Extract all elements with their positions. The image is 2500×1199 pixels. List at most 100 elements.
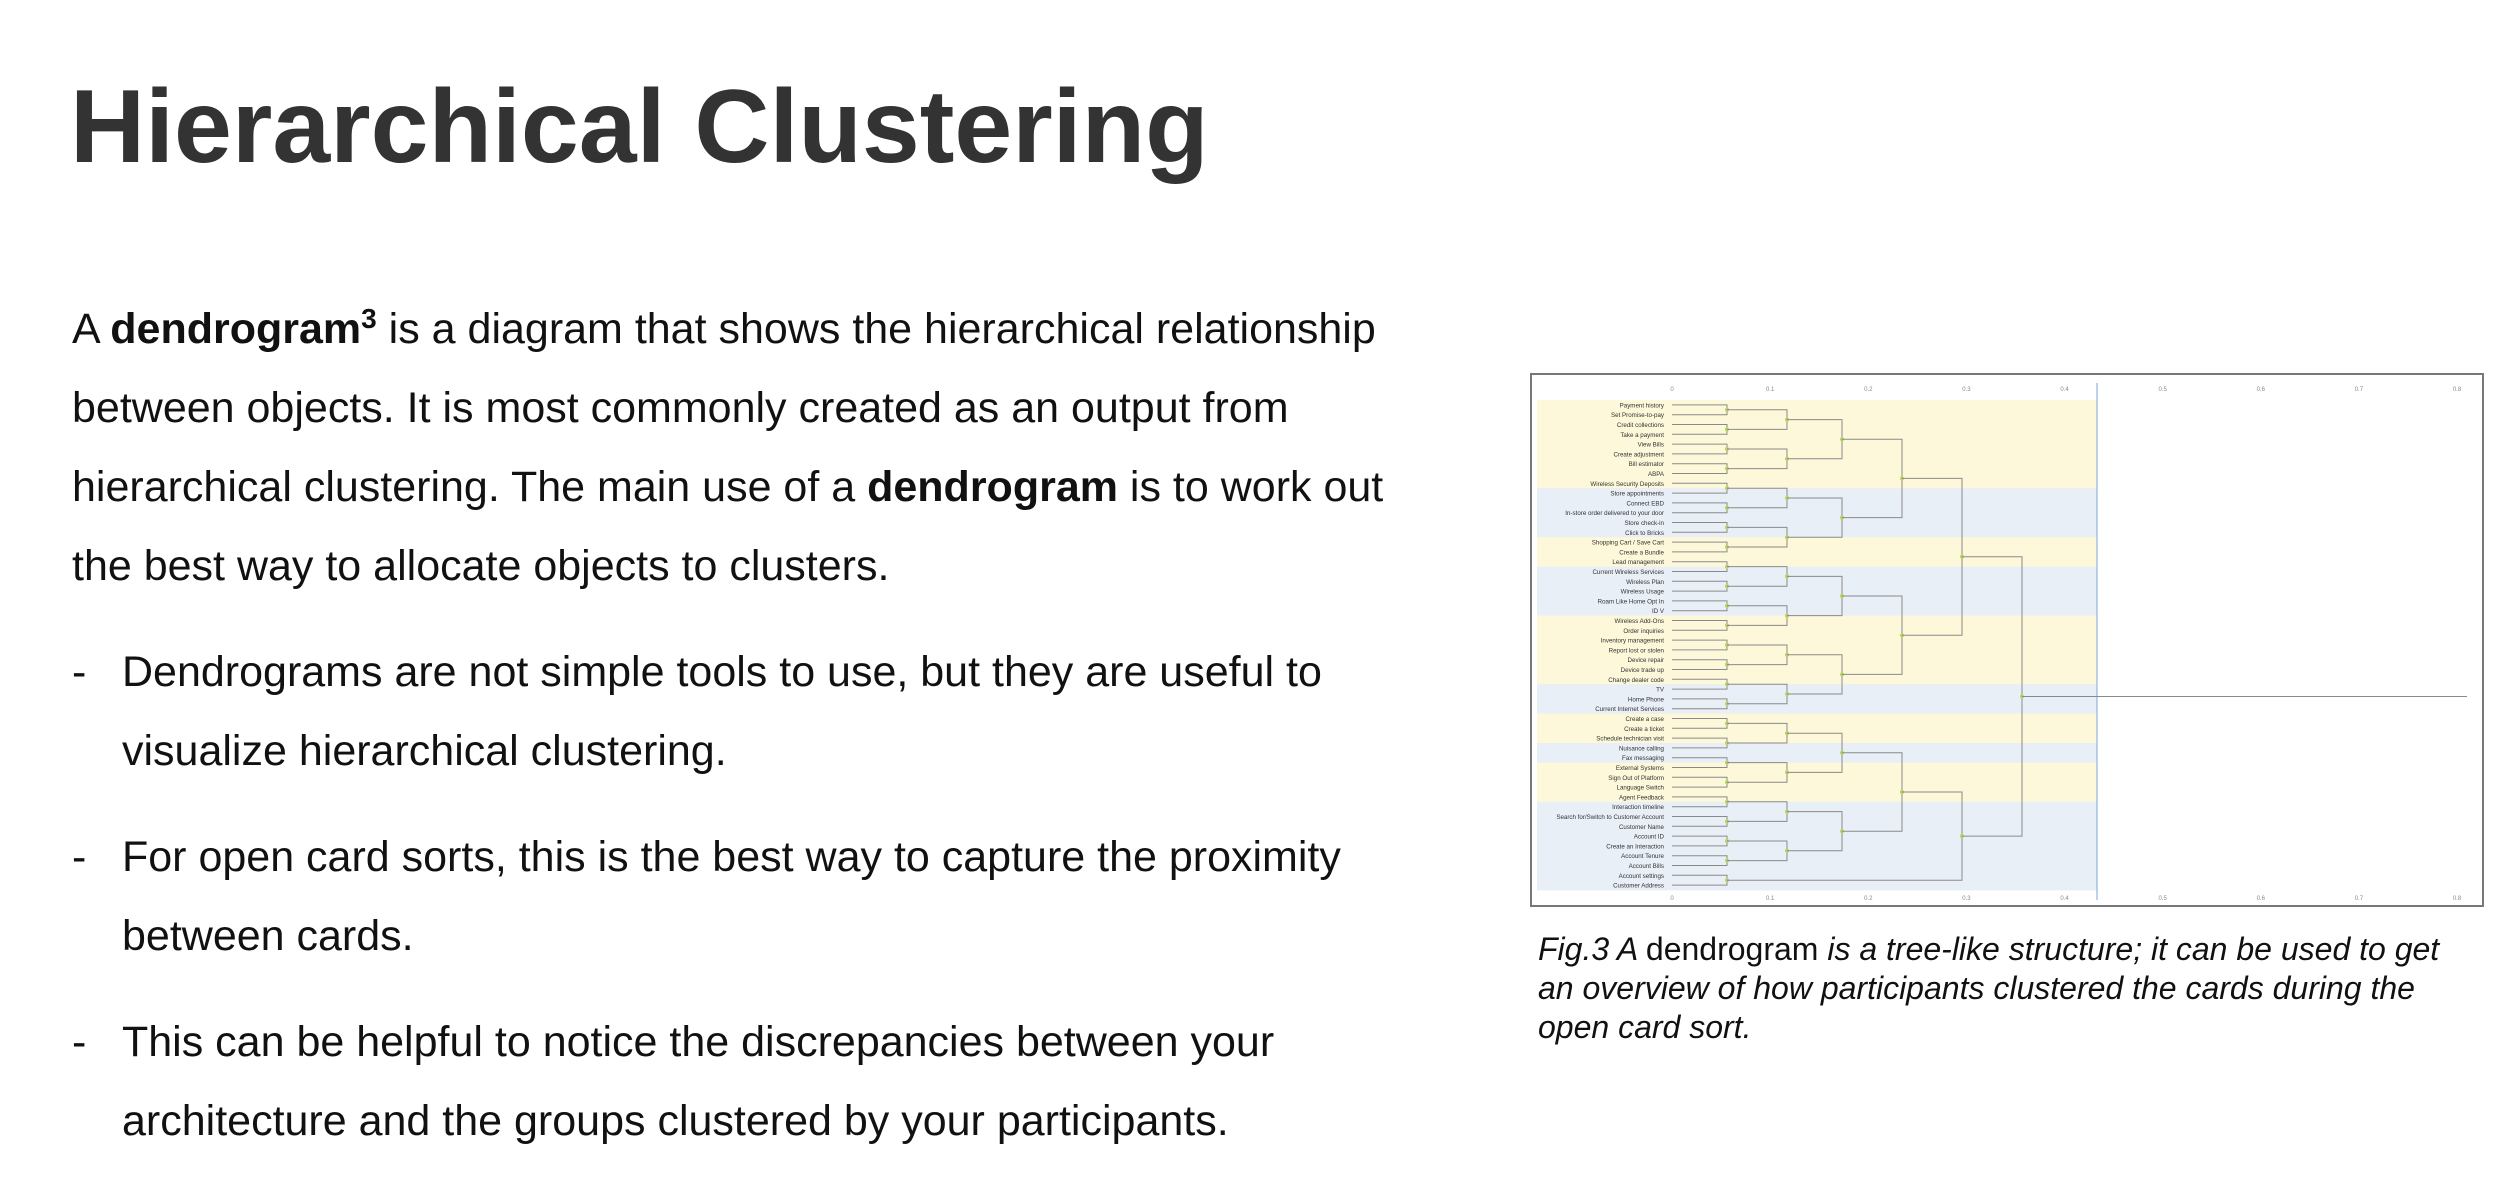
caption-term: dendrogram [1645,931,1819,967]
leaf-band [1537,743,2097,754]
leaf-label: Create an Interaction [1606,843,1664,850]
axis-tick-label: 0.2 [1864,387,1873,393]
leaf-label: Home Phone [1628,696,1665,703]
leaf-label: Click to Bricks [1625,530,1664,537]
leaf-band [1537,566,2097,577]
leaf-label: Inventory management [1601,638,1665,645]
leaf-band [1537,576,2097,587]
axis-tick-label: 0 [1670,387,1674,393]
leaf-band [1537,713,2097,724]
leaf-label: Customer Name [1619,824,1665,831]
figure-caption: Fig.3 A dendrogram is a tree-like struct… [1538,930,2478,1047]
leaf-label: Wireless Usage [1621,589,1665,596]
leaf-band [1537,841,2097,852]
axis-tick-label: 0.1 [1766,896,1775,902]
axis-tick-label: 0 [1670,896,1674,902]
leaf-band [1537,458,2097,470]
leaf-label: Create a case [1625,716,1664,723]
leaf-band [1537,439,2097,450]
leaf-label: Account ID [1634,834,1665,841]
leaf-label: Wireless Add-Ons [1614,618,1664,625]
bullet-item: -For open card sorts, this is the best w… [72,818,1452,976]
bullet-dash: - [72,833,87,881]
leaf-label: Create a Bundle [1619,549,1664,556]
leaf-band [1537,449,2097,460]
bullet-item: -Dendrograms are not simple tools to use… [72,633,1452,791]
leaf-band [1537,870,2097,881]
leaf-band [1537,880,2097,891]
axis-tick-label: 0.4 [2060,387,2069,393]
dendrogram-term-2: dendrogram [867,463,1118,511]
leaf-band [1537,664,2097,675]
leaf-label: Credit collections [1617,422,1664,429]
leaf-label: Agent Feedback [1619,794,1665,801]
leaf-band [1537,400,2097,411]
leaf-band [1537,527,2097,538]
leaf-label: Wireless Security Deposits [1590,481,1664,488]
leaf-label: Create adjustment [1613,451,1664,458]
leaf-band [1537,850,2097,862]
leaf-band [1537,782,2097,793]
leaf-label: Connect EBD [1627,500,1665,507]
intro-text-2: is a diagram that shows the hierarchical… [72,305,1376,511]
dendrogram-term: dendrogram [110,305,362,353]
leaf-label: ID V [1652,608,1665,615]
leaf-band [1537,654,2097,666]
leaf-band [1537,703,2097,715]
leaf-label: Account Bills [1629,863,1664,870]
leaf-band [1537,537,2097,548]
leaf-label: Search for/Switch to Customer Account [1556,814,1664,821]
bullet-list: -Dendrograms are not simple tools to use… [72,633,1452,1161]
leaf-label: Customer Address [1613,883,1664,890]
leaf-label: Nuisance calling [1619,745,1665,752]
leaf-label: Sign Out of Platform [1608,775,1664,782]
leaf-label: Account settings [1619,873,1664,880]
leaf-band [1537,468,2097,479]
leaf-label: Report lost or stolen [1609,647,1665,654]
bullet-item: -This can be helpful to notice the discr… [72,1003,1452,1161]
leaf-label: View Bills [1638,442,1664,449]
leaf-label: Set Promise-to-pay [1611,412,1665,419]
axis-tick-label: 0.2 [1864,896,1873,902]
leaf-band [1537,556,2097,568]
bullet-text: This can be helpful to notice the discre… [122,1018,1275,1145]
dendrogram-chart: 000.10.10.20.20.30.30.40.40.50.50.60.60.… [1537,383,2467,902]
leaf-label: Change dealer code [1608,677,1664,684]
leaf-band [1537,586,2097,597]
intro-paragraph: A dendrogram3 is a diagram that shows th… [72,290,1452,606]
leaf-band [1537,635,2097,646]
leaf-label: Interaction timeline [1612,804,1664,811]
leaf-label: Lead management [1612,559,1664,566]
axis-tick-label: 0.7 [2355,387,2364,393]
leaf-band [1537,831,2097,842]
axis-tick-label: 0.6 [2257,387,2266,393]
leaf-band [1537,478,2097,489]
axis-tick-label: 0.7 [2355,896,2364,902]
bullet-dash: - [72,648,87,696]
slide-body: A dendrogram3 is a diagram that shows th… [72,290,1452,1188]
slide-title: Hierarchical Clustering [70,69,1209,185]
leaf-band [1537,762,2097,773]
leaf-label: Device trade up [1621,667,1665,674]
leaf-label: TV [1656,687,1665,694]
axis-tick-label: 0.3 [1962,896,1971,902]
leaf-band [1537,733,2097,744]
leaf-band [1537,625,2097,636]
leaf-label: Store appointments [1610,491,1664,498]
leaf-band [1537,507,2097,519]
leaf-label: Take a payment [1620,432,1664,439]
axis-tick-label: 0.8 [2453,896,2462,902]
leaf-band [1537,615,2097,626]
bullet-dash: - [72,1018,87,1066]
leaf-label: ABPA [1648,471,1665,478]
leaf-band [1537,409,2097,421]
footnote-ref: 3 [361,303,377,334]
leaf-band [1537,792,2097,803]
leaf-band [1537,821,2097,832]
leaf-band [1537,419,2097,430]
leaf-band [1537,684,2097,695]
leaf-label: Current Wireless Services [1592,569,1664,576]
axis-tick-label: 0.5 [2158,387,2167,393]
leaf-band [1537,801,2097,813]
leaf-band [1537,723,2097,734]
